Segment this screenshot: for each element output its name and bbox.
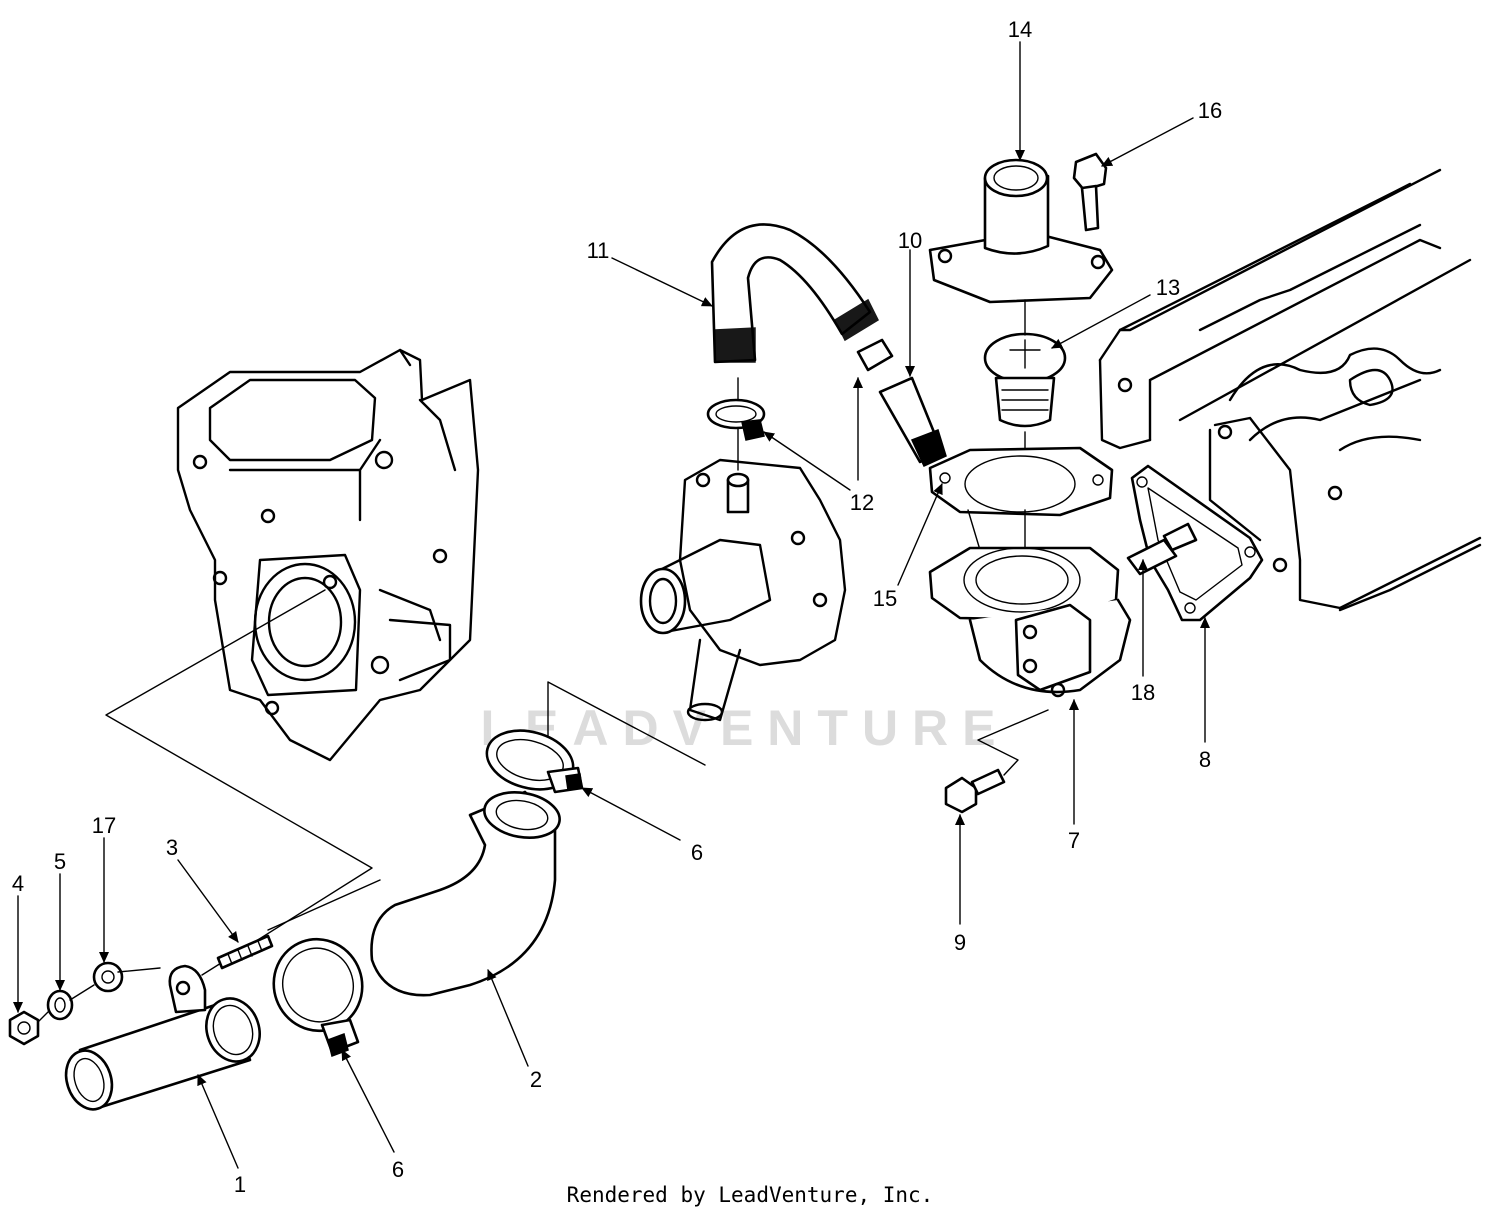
callout-9: 9: [954, 930, 966, 955]
engine-block-left: [176, 348, 480, 762]
lock-washer-5: [46, 989, 74, 1021]
callout-8: 8: [1199, 747, 1211, 772]
hose-clamp-12: [706, 338, 894, 441]
callout-12: 12: [850, 490, 874, 515]
callout-11: 11: [587, 238, 610, 263]
callout-13: 13: [1156, 275, 1180, 300]
callout-5: 5: [54, 849, 66, 874]
leader-lines: [13, 41, 1210, 1169]
thermostat-13: [983, 332, 1067, 428]
callout-10: 10: [898, 228, 922, 253]
washer-17: [92, 961, 124, 993]
outlet-pipe: [64, 964, 261, 1111]
bolt-9: [944, 768, 1006, 814]
callout-18: 18: [1131, 680, 1155, 705]
callout-7: 7: [1068, 828, 1080, 853]
callout-17: 17: [92, 813, 116, 838]
bolt-16: [1072, 152, 1108, 232]
callout-16: 16: [1198, 98, 1222, 123]
thermostat-housing-7: [928, 546, 1132, 698]
gasket-15: [928, 446, 1114, 517]
temperature-sender-10: [878, 376, 947, 467]
thermostat-cover-14: [928, 158, 1114, 304]
nut-4: [8, 1010, 40, 1046]
watermark-text: LEADVENTURE: [480, 700, 1009, 756]
footer-credit: Rendered by LeadVenture, Inc.: [566, 1183, 934, 1207]
callout-15: 15: [873, 586, 897, 611]
callout-14: 14: [1008, 17, 1032, 42]
callout-6-lower: 6: [392, 1157, 404, 1182]
callout-1: 1: [234, 1172, 246, 1197]
hose-2: [370, 790, 561, 997]
water-pump: [639, 458, 847, 722]
callout-4: 4: [12, 871, 24, 896]
bypass-hose-11: [710, 223, 879, 364]
guide-line-outlet: [105, 589, 373, 976]
callout-3: 3: [166, 835, 178, 860]
stud-3: [216, 934, 274, 970]
hose-clamp-upper: [485, 729, 584, 794]
callout-6-upper: 6: [691, 840, 703, 865]
gasket-8: [1130, 464, 1264, 622]
engine-block-right: [1098, 168, 1482, 612]
callout-2: 2: [530, 1067, 542, 1092]
hose-clamp-lower: [272, 937, 364, 1057]
callout-labels: 14 16 11 10 13 12 15 18 8 7 9 6 2 6 1 3 …: [12, 17, 1222, 1197]
guide-line-bolt-9: [977, 709, 1049, 776]
